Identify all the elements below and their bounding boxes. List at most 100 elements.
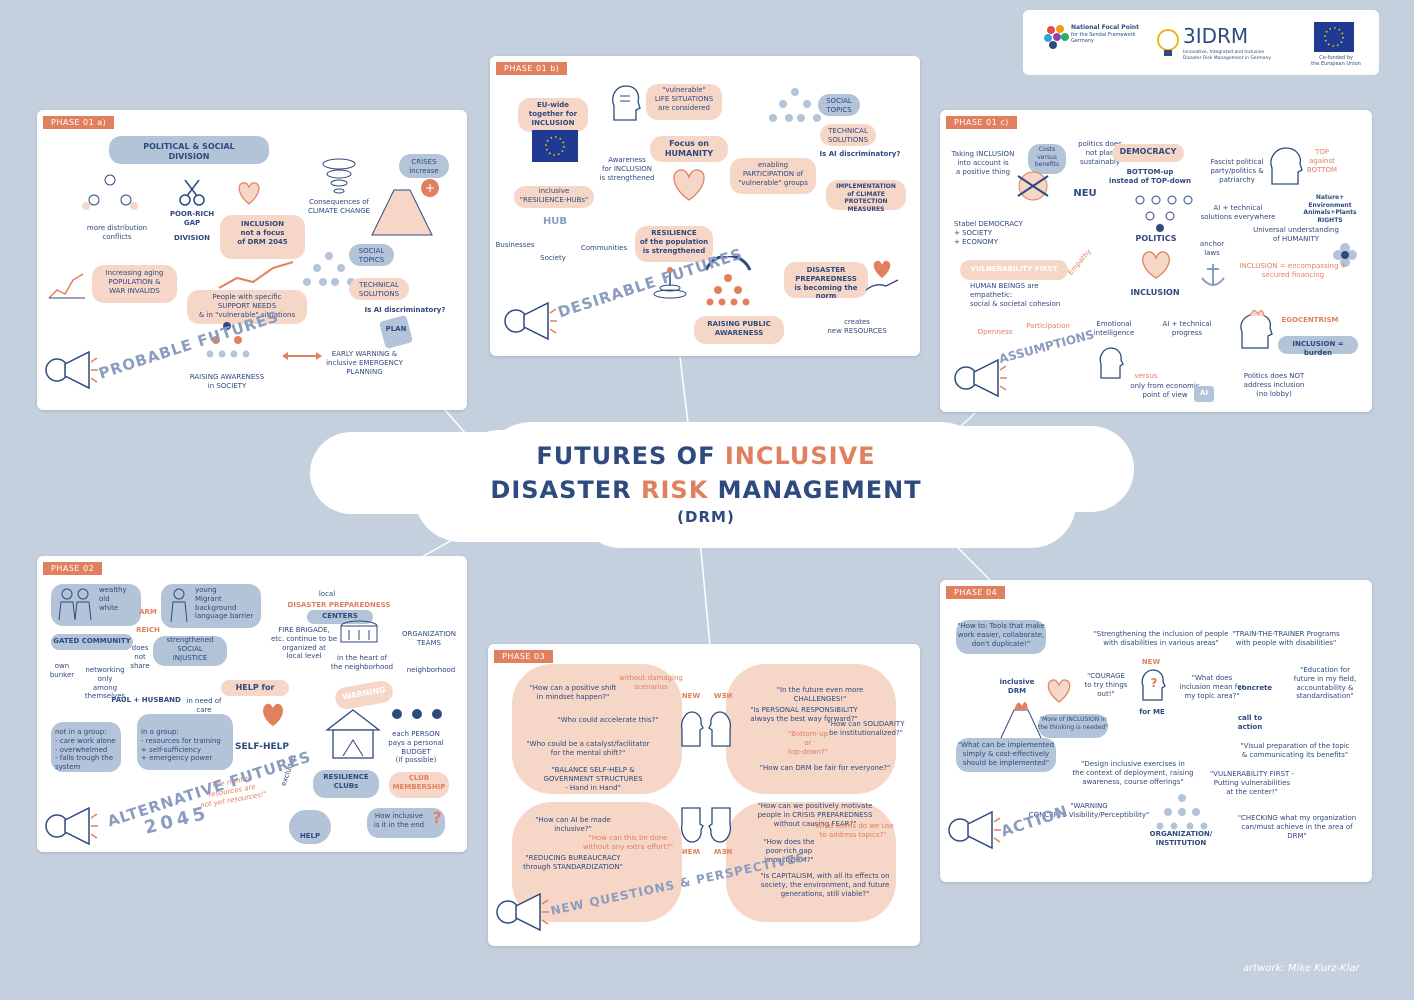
q-motivate: "How can we positively motivate people i…: [757, 802, 873, 828]
hierarchy-icon: [1135, 195, 1193, 232]
megaphone-icon: [45, 806, 98, 846]
panel-phase4: PHASE 04 "How to: Tools that make work e…: [940, 580, 1372, 882]
climate-change: Consequences of CLIMATE CHANGE: [307, 198, 371, 215]
eu-flag-icon: [532, 130, 578, 162]
new-resources: creates new RESOURCES: [827, 318, 887, 335]
joystick-icon: [653, 267, 687, 299]
q-challenges: "In the future even more CHALLENGES!": [776, 686, 864, 703]
enabling-participation: enabling PARTICIPATION of "vulnerable" g…: [738, 161, 808, 187]
phase-tag: PHASE 03: [494, 650, 554, 663]
what-inclusion-quote: "What does inclusion mean for my topic a…: [1179, 674, 1245, 700]
networking: networking only among themselves: [84, 666, 126, 701]
q-terms: "What terms do we use to address topics?…: [812, 822, 894, 839]
heart-icon: [1047, 679, 1071, 703]
local-label: local: [318, 590, 336, 598]
neighborhood: neighborhood: [406, 666, 456, 674]
people-tree-icon: [1156, 794, 1208, 830]
ai-technical-everywhere: AI + technical solutions everywhere: [1200, 204, 1276, 221]
own-bunker: own bunker: [49, 662, 75, 679]
self-help: SELF-HELP: [235, 742, 289, 752]
question-mark: ?: [432, 808, 442, 827]
hands-heart-icon: [673, 169, 705, 201]
vulnerability-quote: "VULNERABILITY FIRST - Putting vulnerabi…: [1209, 770, 1295, 796]
q-solidarity: "How can SOLIDARITY be institutionalized…: [827, 720, 905, 737]
inclusion-encompassing: INCLUSION = encompassing + secured finan…: [1239, 262, 1347, 279]
svg-text:+: +: [425, 181, 435, 195]
versus-label: versus: [1134, 372, 1158, 380]
question-mark: ?: [1150, 676, 1158, 690]
fascist-politics: Fascist political party/politics & patri…: [1210, 158, 1264, 184]
stable-democracy: Stabel DEMOCRACY + SOCIETY + ECONOMY: [954, 220, 1023, 246]
social-topics: SOCIAL TOPICS: [358, 247, 385, 264]
heart-neighborhood: in the heart of the neighborhood: [330, 654, 394, 671]
courage-quote: "COURAGE to try things out!": [1084, 672, 1128, 698]
social-injustice: strengthened SOCIAL INJUSTICE: [166, 636, 214, 662]
q-responsibility: "Is PERSONAL RESPONSIBILITY always the b…: [750, 706, 858, 723]
help-label: HELP: [299, 832, 321, 840]
universal-humanity: Universal understanding of HUMANITY: [1253, 226, 1339, 243]
does-not-share: does not share: [130, 644, 150, 670]
fire-brigade: FIRE BRIGADE, etc. continue to be organi…: [270, 626, 337, 661]
personal-budget: each PERSON pays a personal BUDGET (if p…: [388, 730, 444, 765]
for-me: for ME: [1139, 708, 1165, 716]
vulnerability-first: VULNERABILITY FIRST: [970, 265, 1058, 273]
phase-tag: PHASE 01 c): [946, 116, 1017, 129]
q-bottom-up: "Bottom-up or top-down?": [787, 730, 829, 756]
panel-phase1b: PHASE 01 b) EU-wide together for INCLUSI…: [490, 56, 920, 356]
head-fire-icon: [1240, 310, 1273, 349]
nfp-subtitle: for the Sendai Framework Germany: [1071, 32, 1136, 45]
openness: Openness: [977, 328, 1013, 336]
hierarchy-icon: [303, 252, 355, 286]
eu-inclusion: EU-wide together for INCLUSION: [528, 101, 578, 127]
people-tree-icon: [206, 322, 250, 358]
house-icon: [325, 709, 381, 759]
q-fair: "How can DRM be fair for everyone?": [759, 764, 891, 772]
support-needs: People with specific SUPPORT NEEDS & in …: [198, 293, 296, 319]
tornado-icon: [322, 158, 356, 194]
tools-quote: "How to: Tools that make work easier, co…: [957, 622, 1045, 648]
organization-institution: ORGANIZATION/ INSTITUTION: [1149, 830, 1213, 847]
q-ai-inclusive: "How can AI be made inclusive?": [535, 816, 611, 833]
need-of-care: in need of care: [186, 697, 222, 714]
visual-quote: "Visual preparation of the topic & commu…: [1240, 742, 1350, 759]
disaster-preparedness: DISASTER PREPAREDNESS is becoming the no…: [794, 266, 858, 301]
phase-tag: PHASE 02: [43, 562, 103, 575]
participation: Participation: [1026, 322, 1070, 330]
politics-not-address: Politics does NOT address inclusion (no …: [1243, 372, 1305, 398]
title-drm: (DRM): [677, 508, 735, 527]
distribution-conflicts: more distribution conflicts: [86, 224, 148, 241]
group-conflict-icon: [82, 174, 138, 210]
panel-phase1c: PHASE 01 c) Taking INCLUSION into accoun…: [940, 110, 1372, 412]
emotional-intelligence: Emotional intelligence: [1093, 320, 1135, 337]
ai-badge: AI: [1199, 389, 1209, 397]
panel-phase2: PHASE 02 wealthy old white ARM REICH you…: [37, 556, 467, 852]
politics-not-plan: politics does not plan sustainably: [1078, 140, 1122, 166]
new-label-mirrored: NEW: [713, 692, 733, 700]
new-label: NEW: [681, 692, 701, 700]
chart-icon: [48, 273, 85, 299]
inclusion-not-focus: INCLUSION not a focus of DRM 2045: [237, 220, 288, 246]
title-futures-of: FUTURES OF: [536, 442, 725, 470]
resilience-strengthened: RESILIENCE of the population is strength…: [639, 229, 709, 255]
awareness-inclusion: Awareness for INCLUSION is strengthened: [599, 156, 655, 182]
society-label: Society: [540, 254, 566, 262]
reich-label: REICH: [136, 626, 160, 634]
heads-facing-icon: [680, 711, 732, 843]
dp-label: DISASTER PREPAREDNESS: [287, 601, 391, 609]
division-label: DIVISION: [174, 234, 210, 242]
technical-solutions: TECHNICAL SOLUTIONS: [358, 281, 400, 298]
q-extra-effort: "How can this be done without any extra …: [582, 834, 674, 851]
main-title: FUTURES OF INCLUSIVE DISASTER RISK MANAG…: [446, 440, 966, 528]
in-group: in a group: - resources for training + s…: [141, 728, 221, 763]
paul-husband: PAUL + HUSBAND: [111, 696, 181, 704]
title-risk: RISK: [641, 475, 709, 504]
young-migrant: young Migrant background language barrie…: [195, 586, 254, 621]
megaphone-icon: [954, 358, 1007, 398]
hands-together-icon: [1017, 171, 1049, 201]
megaphone-icon: [496, 892, 549, 932]
how-inclusive: How inclusive is it in the end: [373, 812, 425, 829]
not-in-group: not in a group: - care work alone - over…: [55, 728, 116, 771]
checking-quote: "CHECKING what my organization can/must …: [1237, 814, 1357, 840]
neu-label: NEU: [1073, 188, 1097, 199]
economic-view: only from economic point of view: [1130, 382, 1200, 399]
